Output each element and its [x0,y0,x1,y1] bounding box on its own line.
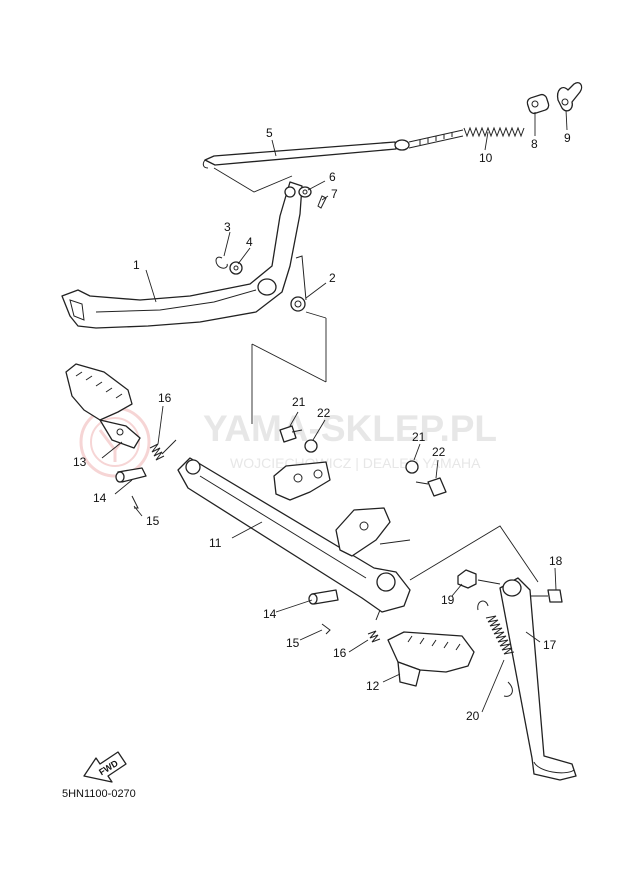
part-5-brake-rod [202,129,464,169]
callout-16-lower: 16 [333,646,347,660]
callout-22-right: 21 [412,430,426,444]
part-15-clip-left [131,495,139,509]
callout-9: 9 [564,131,571,145]
callout-14: 14 [93,491,107,505]
part-13-footrest-left [65,363,141,449]
callout-22-upper: 22 [317,406,331,420]
part-22-washer-right [405,460,419,474]
part-14-pin-left [115,467,147,483]
part-3-circlip [215,256,228,269]
part-21-bolt-upper [279,425,303,443]
part-19-nut [457,569,477,589]
callout-3: 3 [224,220,231,234]
callout-15-lower: 15 [286,636,300,650]
diagram-code: 5HN1100-0270 [62,788,136,800]
leader-lines [101,109,568,713]
callout-21-upper: 21 [292,395,306,409]
part-12-footrest-right [387,631,475,687]
callout-13: 13 [73,455,87,469]
part-9-wing-nut [556,82,583,112]
part-14-pin-lower [308,589,339,605]
part-20-stand-spring [477,600,515,697]
callout-12: 12 [366,679,380,693]
part-2-pedal-spring [290,255,307,312]
callout-18: 18 [549,554,563,568]
callout-6: 6 [329,170,336,184]
callout-8: 8 [531,137,538,151]
callout-4: 4 [246,235,253,249]
part-22-washer-upper [304,439,318,453]
callout-17: 17 [543,638,557,652]
callout-20: 20 [466,709,480,723]
callout-14-lower: 14 [263,607,277,621]
part-6-washer [298,186,312,198]
part-16-spring-lower [367,609,381,643]
part-11-footrest-bracket [177,457,411,613]
callout-16: 16 [158,391,172,405]
callout-19: 19 [441,593,455,607]
part-1-brake-pedal [61,181,303,329]
part-16-spring-left [149,439,177,461]
part-18-bolt [530,589,563,603]
callout-11: 11 [209,536,222,550]
callout-10: 10 [479,151,493,165]
watermark-logo [79,406,151,478]
part-15-clip-lower [321,623,331,635]
part-10-spring [463,126,525,138]
part-4-washer [229,261,243,275]
fwd-arrow: FWD [83,751,127,783]
callouts: 1 2 3 4 5 6 7 8 9 10 11 12 13 14 15 16 1… [73,126,571,723]
assembly-lines [213,167,539,585]
watermark-brand: YAMA-SKLEP.PL [203,408,497,449]
part-21-bolt-right [415,477,447,497]
callout-15: 15 [146,514,160,528]
callout-2: 2 [329,271,336,285]
callout-1: 1 [133,258,140,272]
callout-7: 7 [331,187,338,201]
part-8-joint [526,93,550,115]
callout-5: 5 [266,126,273,140]
part-7-cotter-pin [317,195,327,209]
callout-21-right: 22 [432,445,446,459]
part-17-side-stand [499,577,577,781]
